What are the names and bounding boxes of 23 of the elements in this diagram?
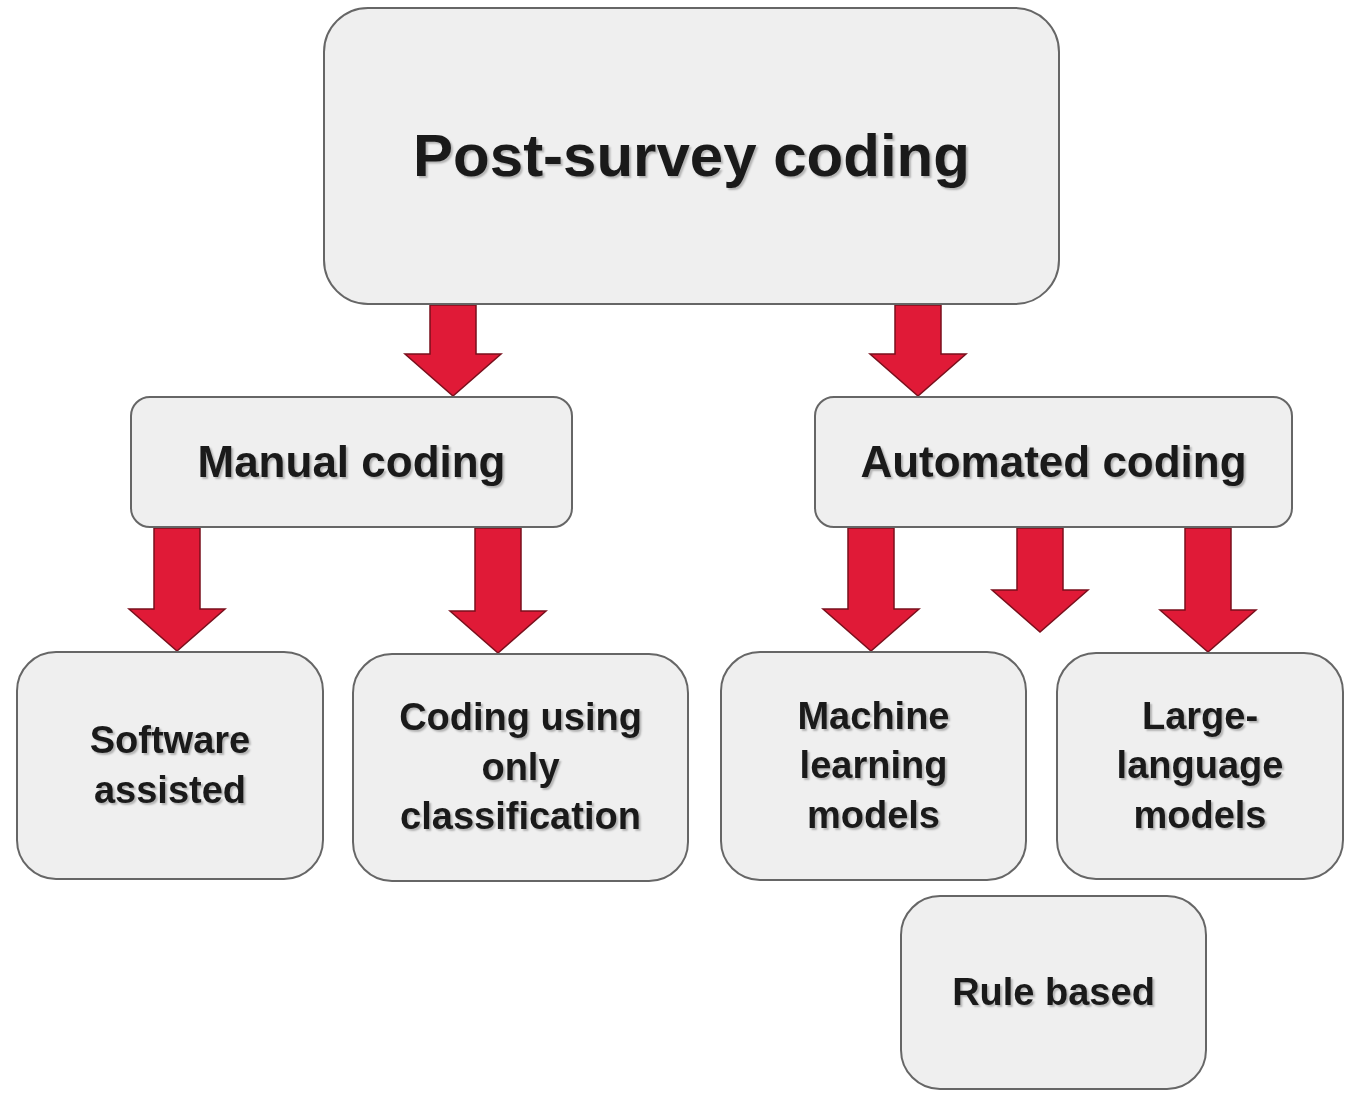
category-box (814, 396, 1293, 528)
method-box (720, 651, 1027, 881)
block-arrow (821, 527, 921, 652)
block-arrow (1158, 527, 1258, 653)
category-box (130, 396, 573, 528)
root-box (323, 7, 1060, 305)
method-box (16, 651, 324, 880)
block-arrow (990, 527, 1090, 633)
node-label: Machine learning models (796, 693, 951, 838)
block-arrow (403, 304, 503, 397)
node-label: Post-survey coding (413, 121, 970, 191)
method-box (352, 653, 689, 882)
node-label: Software assisted (88, 718, 252, 813)
block-arrow (127, 527, 227, 652)
method-box (1056, 652, 1344, 880)
node-label: Rule based (952, 969, 1155, 1015)
node-label: Coding using only classification (398, 695, 643, 840)
block-arrow (868, 304, 968, 397)
node-label: Manual coding (197, 436, 506, 489)
block-arrow (448, 527, 548, 654)
method-box (900, 895, 1207, 1090)
node-label: Large-language models (1115, 693, 1285, 838)
node-label: Automated coding (860, 436, 1247, 489)
